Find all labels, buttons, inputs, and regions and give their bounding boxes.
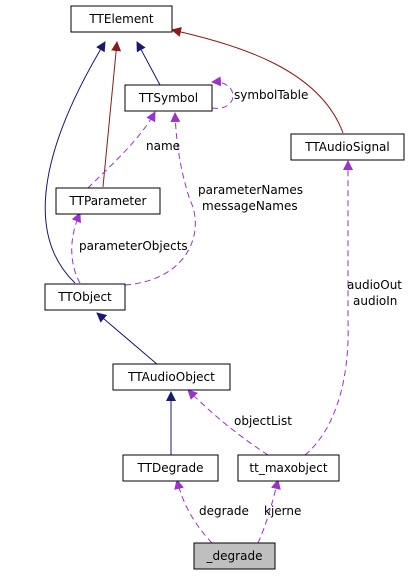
label-parameterobjects: parameterObjects [79,239,188,253]
node-ttaudioobject-label: TTAudioObject [127,370,215,384]
node-ttaudioobject[interactable]: TTAudioObject [112,363,231,391]
edge-degrade-degradestruct-ttdegrade [174,479,213,544]
edge-audio-ttmaxobject-ttaudiosignal [304,160,353,456]
label-objectlist: objectList [234,414,292,428]
edge-parameterobjects-ttobject-ttparameter [71,212,81,284]
edge-ttaudiosignal-to-ttelement [171,27,344,134]
edge-ttsymbol-to-ttelement [136,41,161,86]
node-tt-maxobject[interactable]: tt_maxobject [237,454,340,482]
node-ttparameter[interactable]: TTParameter [55,187,161,215]
edge-ttobject-to-ttelement [44,41,106,284]
node-ttaudiosignal[interactable]: TTAudioSignal [290,133,405,161]
edge-symboltable-self [211,76,234,109]
node-ttdegrade[interactable]: TTDegrade [122,454,219,482]
node-degrade-struct[interactable]: _degrade [193,542,276,570]
edge-name-ttparameter-ttsymbol [87,111,156,189]
node-ttelement[interactable]: TTElement [70,5,173,33]
node-ttaudiosignal-label: TTAudioSignal [304,140,390,154]
node-ttobject-label: TTObject [57,290,112,304]
node-ttsymbol-label: TTSymbol [138,91,198,105]
node-ttparameter-label: TTParameter [69,194,147,208]
edge-ttparameter-to-ttelement [102,41,122,188]
node-ttobject[interactable]: TTObject [44,283,126,311]
label-parameternames: parameterNames [198,183,303,197]
edge-parameternames-ttobject-ttsymbol [124,112,196,286]
label-audioout: audioOut [347,278,402,292]
label-name: name [146,139,180,153]
edge-objectlist-ttmaxobject-ttaudioobject [187,389,269,456]
label-symboltable: symbolTable [234,88,308,102]
label-kjerne: kjerne [264,504,301,518]
node-ttdegrade-label: TTDegrade [137,461,204,475]
edge-kjerne-degradestruct-ttmaxobject [257,479,281,544]
label-degrade: degrade [199,504,249,518]
node-ttelement-label: TTElement [88,12,153,26]
node-ttsymbol[interactable]: TTSymbol [124,84,213,112]
edge-ttaudioobject-to-ttobject [96,312,159,366]
label-messagenames: messageNames [202,199,298,213]
label-audioin: audioIn [353,294,397,308]
node-degrade-struct-label: _degrade [206,549,263,563]
node-tt-maxobject-label: tt_maxobject [249,461,327,475]
